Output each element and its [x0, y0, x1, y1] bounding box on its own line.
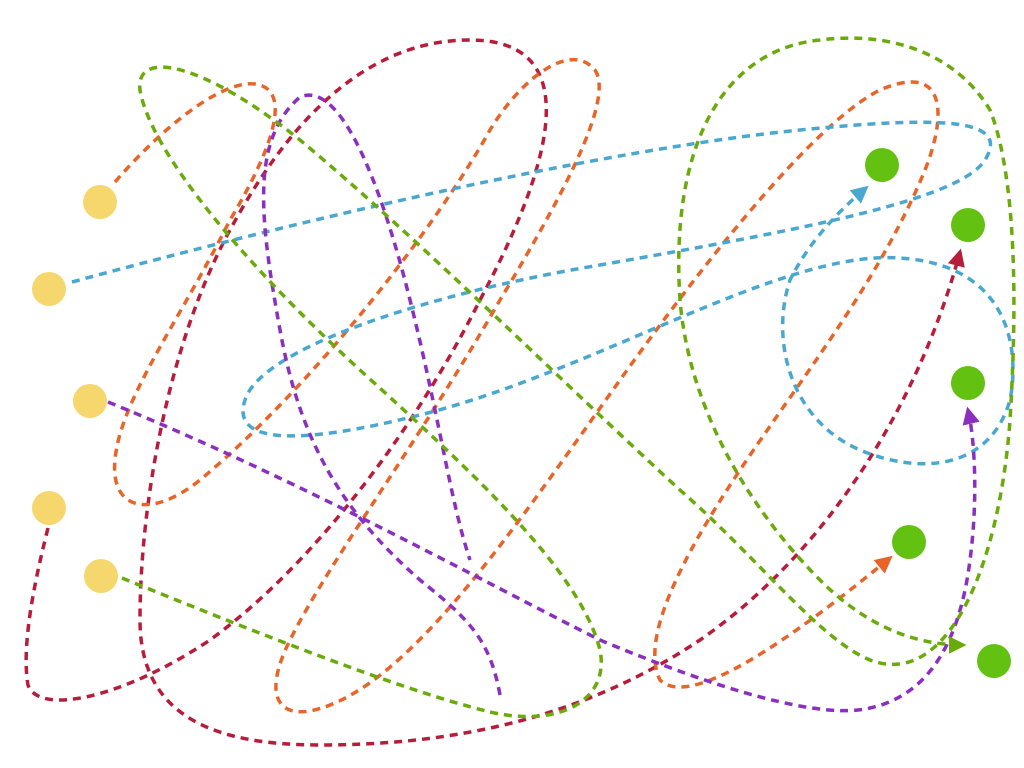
source-node[interactable] — [83, 185, 117, 219]
target-node[interactable] — [865, 148, 899, 182]
source-node[interactable] — [32, 272, 66, 306]
source-node[interactable] — [32, 491, 66, 525]
connector-green-1 — [121, 36, 1016, 719]
connector-orange-1 — [112, 57, 940, 714]
target-node[interactable] — [892, 525, 926, 559]
connector-crimson-1 — [24, 38, 965, 747]
target-node[interactable] — [977, 644, 1011, 678]
connector-purple-2 — [261, 93, 502, 696]
connector-blue-1 — [71, 120, 1015, 466]
source-node[interactable] — [73, 384, 107, 418]
target-node[interactable] — [951, 208, 985, 242]
source-node[interactable] — [84, 559, 118, 593]
target-node[interactable] — [951, 366, 985, 400]
connector-purple-1 — [107, 400, 980, 713]
